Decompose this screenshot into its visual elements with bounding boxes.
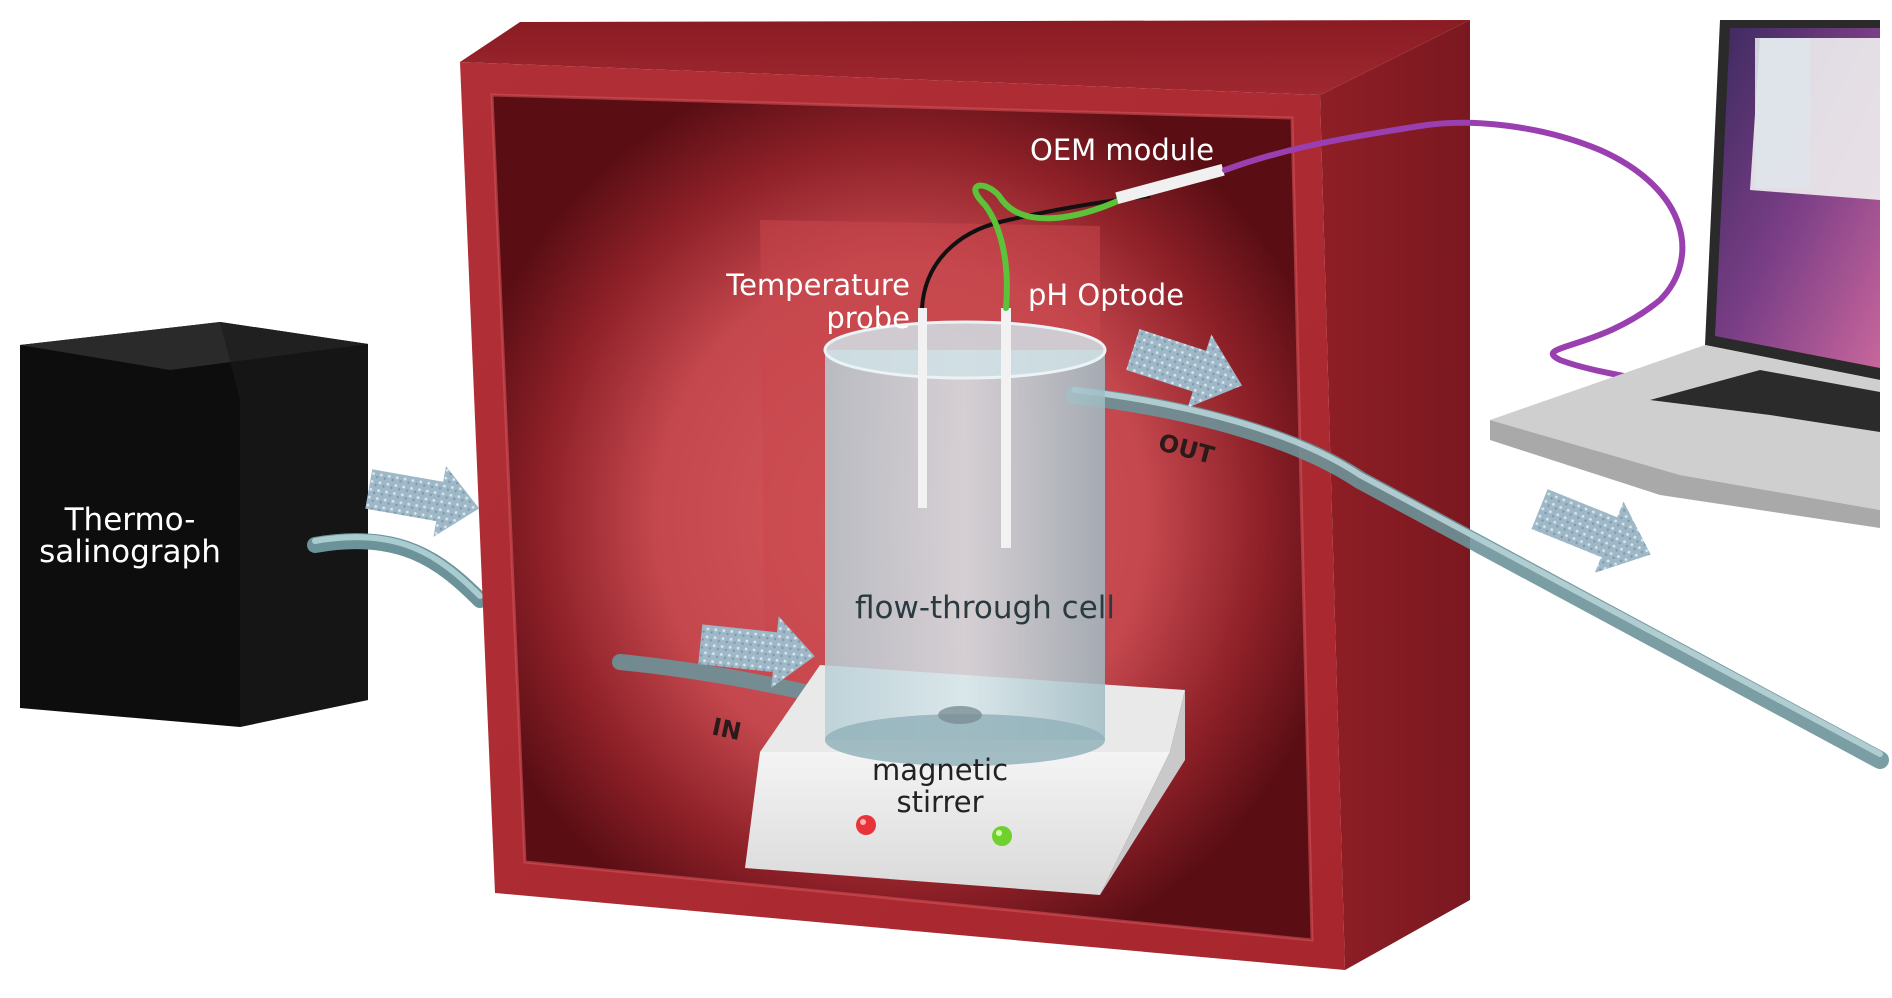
flow-through-cell-label: flow-through cell	[855, 590, 1115, 626]
outlet-tube	[1066, 386, 1889, 769]
flow-arrow-icon	[1126, 329, 1243, 408]
laptop-icon	[1490, 20, 1880, 528]
magnetic-stirrer-label-line2: stirrer	[897, 785, 984, 819]
oem-module	[1115, 163, 1225, 205]
oem-module-label: OEM module	[1030, 133, 1214, 167]
optode-fiber	[972, 182, 1123, 311]
stirrer-led-green	[992, 826, 1012, 846]
thermosalinograph-label-line2: salinograph	[39, 534, 221, 570]
stirrer-led-red	[856, 815, 876, 835]
ph-optode-label: pH Optode	[1028, 278, 1184, 312]
magnetic-stirrer-label-line1: magnetic	[872, 753, 1008, 787]
ph-optode-probe	[1001, 308, 1011, 548]
flow-through-cell	[823, 320, 1107, 766]
flow-arrow-icon	[698, 616, 815, 688]
temperature-probe-label-line2: probe	[826, 301, 910, 335]
oem-usb-cable	[1222, 119, 1703, 395]
flow-arrow-icon	[365, 466, 480, 537]
flow-arrow-icon	[1531, 489, 1651, 573]
in-label: IN	[709, 713, 743, 746]
temperature-probe-label-line1: Temperature	[725, 268, 910, 302]
thermosalinograph-box	[20, 322, 368, 727]
thermosalinograph-label-line1: Thermo-	[64, 502, 196, 538]
temperature-probe	[918, 308, 927, 508]
